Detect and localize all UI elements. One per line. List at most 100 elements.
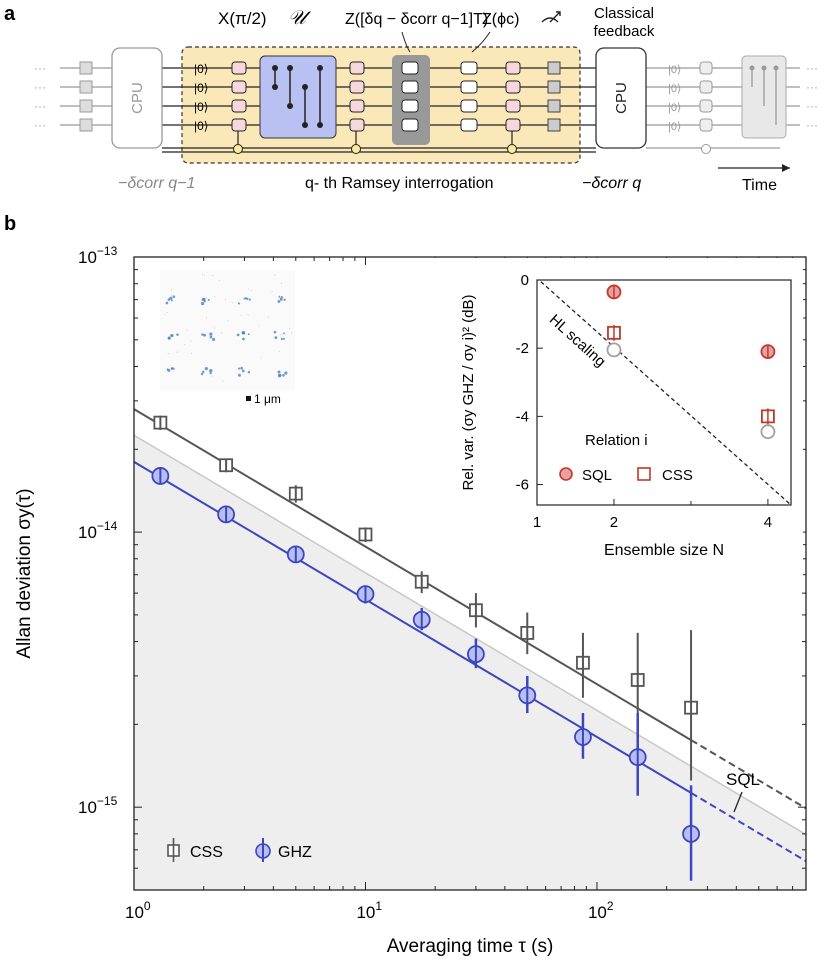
y-tick-exponent: −13 bbox=[97, 244, 118, 258]
atom-speck bbox=[273, 330, 277, 334]
noise-speck bbox=[202, 273, 204, 275]
inset-x-tick-label: 1 bbox=[533, 514, 541, 531]
atom-speck bbox=[165, 301, 169, 305]
feedback-node bbox=[233, 144, 243, 154]
cz-dot-next bbox=[749, 65, 755, 71]
x-gate bbox=[231, 99, 247, 113]
x-tick-exponent: 2 bbox=[607, 899, 614, 913]
z-phi-leader bbox=[471, 31, 491, 53]
noise-speck bbox=[274, 274, 276, 276]
wire-dots-left: ··· bbox=[34, 61, 46, 75]
z-gate bbox=[460, 99, 478, 113]
atom-speck bbox=[247, 333, 250, 336]
gate-z-phi-label: Z(ϕc) bbox=[482, 11, 519, 28]
cz-dot bbox=[272, 84, 278, 90]
x-gate bbox=[349, 99, 365, 113]
atom-speck bbox=[283, 332, 285, 335]
atom-speck bbox=[169, 296, 173, 300]
atom-speck bbox=[248, 298, 251, 301]
atom-speck bbox=[209, 369, 213, 373]
noise-speck bbox=[224, 299, 226, 301]
readout-square bbox=[547, 80, 561, 94]
entangler-u-block bbox=[259, 55, 337, 139]
inset-legend-sql-label: SQL bbox=[582, 467, 612, 484]
ket-zero-next: |0⟩ bbox=[668, 83, 681, 95]
ket-zero: |0⟩ bbox=[194, 81, 208, 95]
noise-speck bbox=[248, 288, 250, 290]
plot-frame bbox=[133, 256, 807, 891]
atom-speck bbox=[237, 367, 241, 370]
inset-frame bbox=[536, 279, 792, 506]
wire-dots-left: ··· bbox=[34, 99, 46, 113]
noise-speck bbox=[289, 328, 291, 330]
z-gate bbox=[401, 118, 419, 132]
inset-y-tick-label: 0 bbox=[521, 272, 529, 289]
atom-speck bbox=[280, 337, 284, 341]
noise-speck bbox=[190, 352, 192, 354]
ket-zero: |0⟩ bbox=[194, 119, 208, 133]
atom-speck bbox=[242, 337, 245, 341]
inset-legend-title: Relation i bbox=[585, 432, 648, 449]
delta-right-label: −δcorr q bbox=[582, 175, 641, 192]
cz-dot bbox=[317, 65, 323, 71]
x-gate bbox=[505, 118, 521, 132]
inset-y-tick-label: -6 bbox=[516, 477, 529, 494]
atom-speck bbox=[204, 367, 208, 371]
ket-zero-next: |0⟩ bbox=[668, 64, 681, 76]
noise-speck bbox=[211, 375, 213, 377]
y-tick-label: 10−13 bbox=[78, 244, 118, 267]
x-tick-label: 102 bbox=[588, 899, 614, 922]
noise-speck bbox=[240, 314, 242, 316]
atom-speck bbox=[278, 295, 281, 298]
microscope-image: 1 μm bbox=[160, 270, 295, 406]
x-gate bbox=[505, 61, 521, 75]
delta-left-label: −δcorr q−1 bbox=[118, 175, 195, 192]
cz-dot bbox=[302, 122, 308, 128]
noise-speck bbox=[186, 329, 188, 331]
legend-css-label: CSS bbox=[190, 844, 223, 861]
sql-leader bbox=[733, 791, 743, 813]
z-gate bbox=[460, 61, 478, 75]
wire-dots-right: ··· bbox=[806, 61, 818, 75]
atom-speck bbox=[170, 334, 173, 337]
cpu-right-box bbox=[595, 47, 647, 149]
panel-b-label: b bbox=[4, 213, 16, 235]
noise-speck bbox=[221, 332, 223, 334]
panel-a-label: a bbox=[4, 3, 16, 25]
readout-square bbox=[547, 61, 561, 75]
x-gate-next bbox=[699, 118, 713, 132]
noise-speck bbox=[213, 327, 215, 329]
inset-x-axis-label: Ensemble size N bbox=[604, 542, 724, 559]
atom-speck bbox=[283, 298, 286, 301]
atom-speck bbox=[166, 368, 169, 371]
microscope-background bbox=[160, 270, 295, 390]
wire-dots-left: ··· bbox=[34, 80, 46, 94]
noise-speck bbox=[227, 320, 229, 322]
wire-dots-right: ··· bbox=[806, 118, 818, 132]
wire-dots-left: ··· bbox=[34, 118, 46, 132]
inset-y-axis-label: Rel. var. (σy GHZ / σy i)² (dB) bbox=[460, 294, 477, 490]
z-gate bbox=[460, 80, 478, 94]
y-tick-label: 10−14 bbox=[78, 519, 118, 542]
z-gate bbox=[401, 99, 419, 113]
atom-speck bbox=[167, 336, 171, 340]
input-square bbox=[79, 61, 93, 75]
gate-x-label: X(π/2) bbox=[218, 9, 267, 28]
cz-dot bbox=[287, 103, 293, 109]
noise-speck bbox=[205, 317, 207, 319]
fit-line-dashed bbox=[690, 792, 807, 863]
z-gate bbox=[401, 61, 419, 75]
noise-speck bbox=[231, 302, 233, 304]
input-square bbox=[79, 99, 93, 113]
atom-speck bbox=[246, 297, 249, 300]
noise-speck bbox=[190, 340, 192, 342]
noise-speck bbox=[278, 350, 280, 352]
inset-background bbox=[429, 258, 803, 583]
sql-label: SQL bbox=[726, 770, 760, 789]
wire-dots-right: ··· bbox=[806, 80, 818, 94]
inset-y-tick-label: -4 bbox=[516, 408, 529, 425]
atom-speck bbox=[201, 333, 204, 336]
inset-legend-css-marker bbox=[637, 467, 651, 481]
x-gate bbox=[349, 80, 365, 94]
